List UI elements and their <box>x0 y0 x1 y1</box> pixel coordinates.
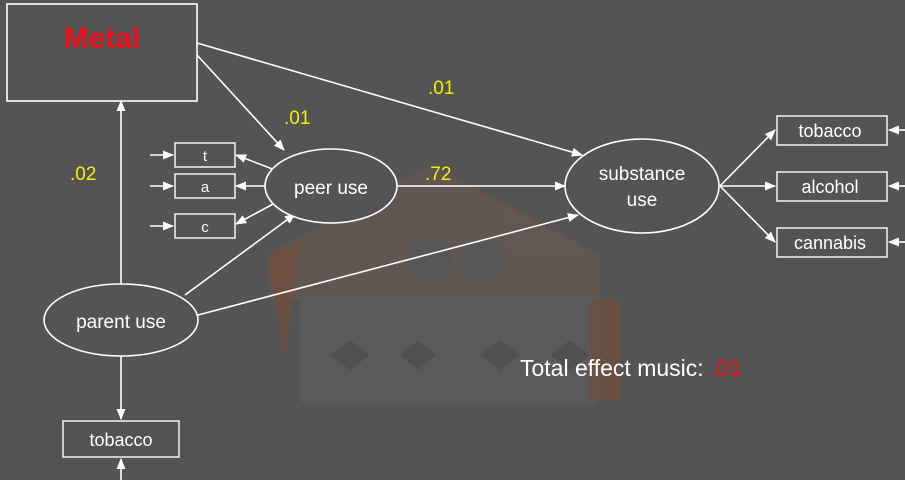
path-peer-to-c <box>235 202 276 225</box>
indicator-a: a <box>174 173 236 199</box>
indicator-a-label: a <box>201 179 210 196</box>
outcome-tobacco-label: tobacco <box>798 121 861 141</box>
razor-blade-house-watermark-icon <box>268 165 620 405</box>
parent-use-node: parent use <box>43 283 199 357</box>
total-effect-value: .01 <box>710 355 743 381</box>
indicator-t: t <box>174 142 236 168</box>
indicator-c-label: c <box>201 219 209 236</box>
path-substance-to-tobacco <box>719 129 776 187</box>
substance-use-label-line1: substance <box>599 164 686 185</box>
coef-parent-to-metal: .02 <box>70 164 96 185</box>
indicator-t-label: t <box>203 148 208 165</box>
parent-use-label: parent use <box>76 312 166 333</box>
path-metal-to-peer <box>196 54 285 151</box>
parent-tobacco-label: tobacco <box>89 430 152 450</box>
paths <box>116 42 905 480</box>
parent-tobacco: tobacco <box>62 420 180 458</box>
coef-peer-to-substance: .72 <box>425 164 451 185</box>
substance-use-node: substance use <box>564 138 720 234</box>
peer-use-label: peer use <box>294 178 368 199</box>
outcome-cannabis-label: cannabis <box>794 233 866 253</box>
total-effect-text: Total effect music: .01 <box>520 355 742 382</box>
coef-metal-to-substance: .01 <box>428 78 454 99</box>
path-substance-to-cannabis <box>719 185 776 243</box>
outcome-cannabis: cannabis <box>776 227 888 258</box>
outcome-tobacco: tobacco <box>776 115 888 146</box>
path-metal-to-substance <box>196 42 584 157</box>
path-parent-to-substance <box>197 213 580 316</box>
outcome-alcohol: alcohol <box>776 171 888 202</box>
metal-node: Metal <box>6 3 198 102</box>
path-peer-to-t <box>234 154 276 171</box>
peer-use-node: peer use <box>264 148 398 224</box>
substance-use-label-line2: use <box>627 190 658 211</box>
coef-metal-to-peer: .01 <box>284 108 310 129</box>
outcome-alcohol-label: alcohol <box>801 177 858 197</box>
path-parent-to-peer <box>184 213 296 296</box>
total-effect-label: Total effect music: <box>520 355 711 381</box>
indicator-c: c <box>174 213 236 239</box>
metal-label: Metal <box>64 22 141 55</box>
